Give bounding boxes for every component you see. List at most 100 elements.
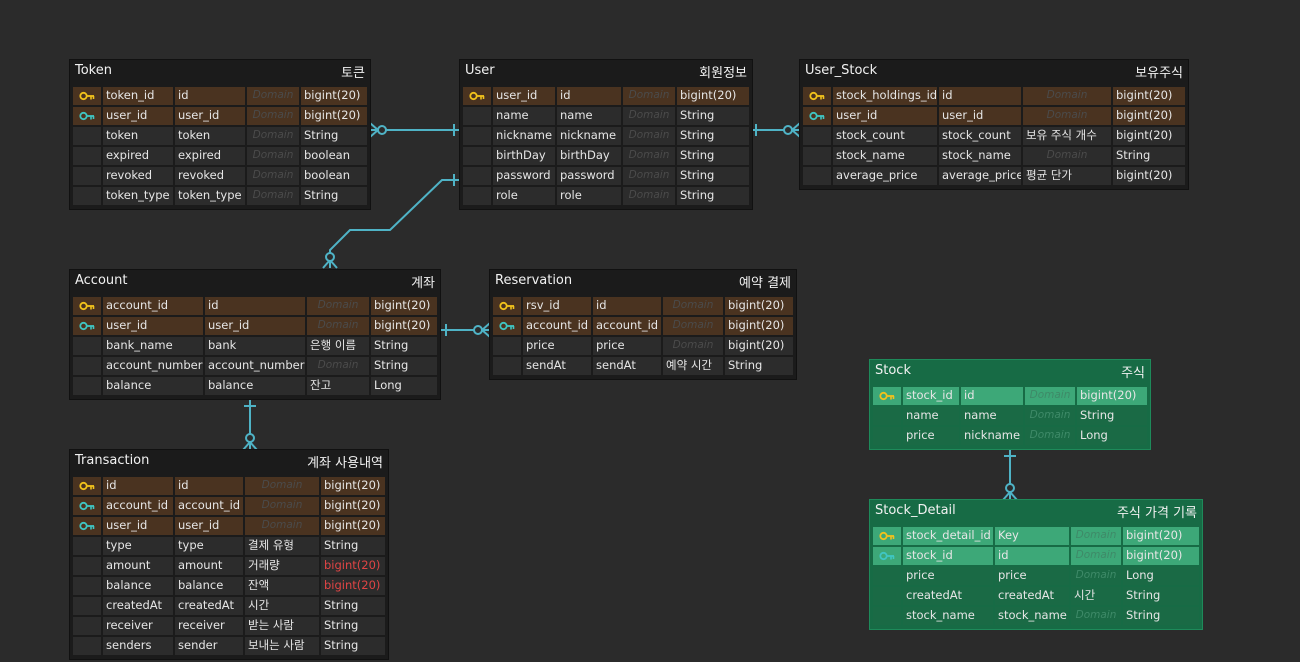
attribute-logical-name: price bbox=[995, 567, 1069, 585]
key-cell-empty bbox=[873, 587, 901, 605]
attribute-logical-name: name bbox=[557, 107, 621, 125]
attribute-datatype: String bbox=[371, 357, 437, 375]
attribute-domain: Domain bbox=[1071, 607, 1121, 625]
attribute-physical-name: account_id bbox=[103, 497, 173, 515]
attribute-domain: Domain bbox=[247, 107, 299, 125]
attribute-domain: 잔액 bbox=[245, 577, 319, 595]
primary-key-icon bbox=[73, 87, 101, 105]
entity-logical-name: 주식 bbox=[1121, 366, 1145, 381]
attribute-logical-name: id bbox=[593, 297, 661, 315]
attribute-logical-name: user_id bbox=[175, 517, 243, 535]
attribute-datatype: boolean bbox=[301, 167, 367, 185]
attribute-datatype: bigint(20) bbox=[1123, 527, 1199, 545]
attribute-domain: 보유 주식 개수 bbox=[1023, 127, 1111, 145]
attribute-logical-name: balance bbox=[205, 377, 305, 395]
entity-logical-name: 예약 결제 bbox=[739, 276, 791, 291]
key-cell-empty bbox=[463, 167, 491, 185]
entity-logical-name: 토큰 bbox=[341, 66, 365, 81]
attribute-logical-name: id bbox=[175, 87, 245, 105]
foreign-key-icon bbox=[73, 517, 101, 535]
attribute-datatype: bigint(20) bbox=[321, 497, 385, 515]
attribute-datatype: bigint(20) bbox=[677, 87, 749, 105]
attribute-physical-name: name bbox=[903, 407, 959, 425]
attribute-datatype: String bbox=[371, 337, 437, 355]
attribute-physical-name: senders bbox=[103, 637, 173, 655]
entity-logical-name: 계좌 bbox=[411, 276, 435, 291]
attribute-physical-name: stock_id bbox=[903, 387, 959, 405]
attribute-logical-name: bank bbox=[205, 337, 305, 355]
attribute-physical-name: amount bbox=[103, 557, 173, 575]
primary-key-icon bbox=[73, 297, 101, 315]
attribute-logical-name: expired bbox=[175, 147, 245, 165]
attribute-physical-name: account_number bbox=[103, 357, 203, 375]
attribute-logical-name: sender bbox=[175, 637, 243, 655]
attribute-domain: 평균 단가 bbox=[1023, 167, 1111, 185]
attribute-logical-name: user_id bbox=[939, 107, 1021, 125]
attribute-datatype: String bbox=[1123, 607, 1199, 625]
key-cell-empty bbox=[463, 147, 491, 165]
attribute-logical-name: Key bbox=[995, 527, 1069, 545]
attribute-domain: Domain bbox=[245, 497, 319, 515]
